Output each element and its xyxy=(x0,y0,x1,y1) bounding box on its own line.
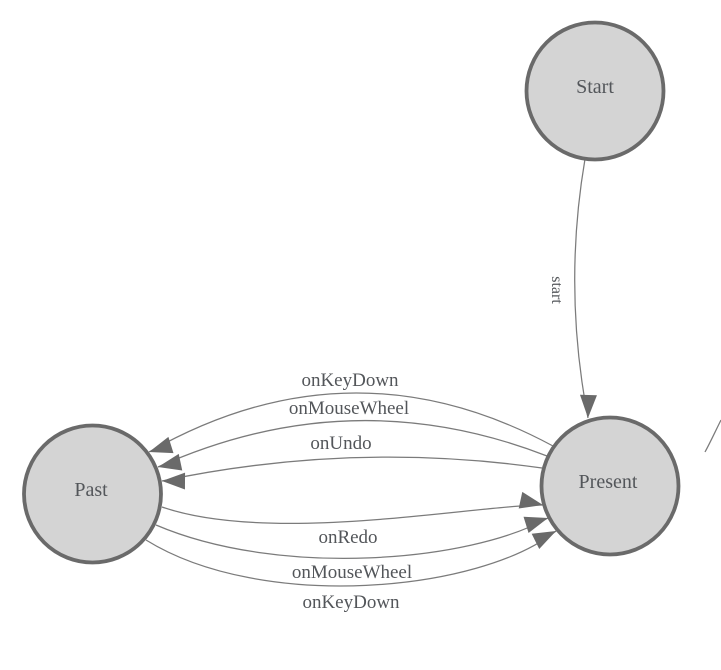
transition-path-onkeydown-upper xyxy=(148,392,554,454)
state-start: Start xyxy=(524,20,666,162)
transition-path-onredo xyxy=(161,491,544,524)
transition-path-onmousewheel-upper xyxy=(157,419,548,471)
state-present-circle xyxy=(539,415,681,557)
transition-present-to-past-onmousewheel: onMouseWheel xyxy=(157,398,548,471)
transition-path-onmousewheel-lower xyxy=(155,516,549,559)
transition-past-to-present-onkeydown: onKeyDown xyxy=(145,530,557,613)
transition-label-onredo: onRedo xyxy=(318,527,377,548)
state-past: Past xyxy=(22,423,163,565)
state-start-circle xyxy=(524,20,666,162)
transition-label-onmousewheel-lower: onMouseWheel xyxy=(292,562,412,583)
state-past-label: Past xyxy=(74,479,108,501)
transition-label-start: start xyxy=(548,276,565,304)
state-present: Present xyxy=(539,415,681,557)
transition-start-to-present: start xyxy=(548,158,597,419)
transition-past-to-present-onmousewheel: onMouseWheel xyxy=(155,516,549,583)
transition-path-onundo xyxy=(161,456,543,490)
clipped-edge-fragment xyxy=(704,419,721,453)
transition-present-to-past-onundo: onUndo xyxy=(161,433,543,490)
state-present-label: Present xyxy=(579,471,638,493)
transition-past-to-present-onredo: onRedo xyxy=(161,491,544,548)
state-start-label: Start xyxy=(576,76,614,98)
state-past-circle xyxy=(22,423,163,565)
transition-label-onundo: onUndo xyxy=(310,433,371,454)
transition-label-onmousewheel-upper: onMouseWheel xyxy=(289,398,409,419)
transition-label-onkeydown-lower: onKeyDown xyxy=(302,592,400,613)
transition-path-start xyxy=(574,158,597,419)
transition-label-onkeydown-upper: onKeyDown xyxy=(301,370,399,391)
transition-present-to-past-onkeydown: onKeyDown xyxy=(148,370,554,454)
transition-path-onkeydown-lower xyxy=(145,530,557,587)
